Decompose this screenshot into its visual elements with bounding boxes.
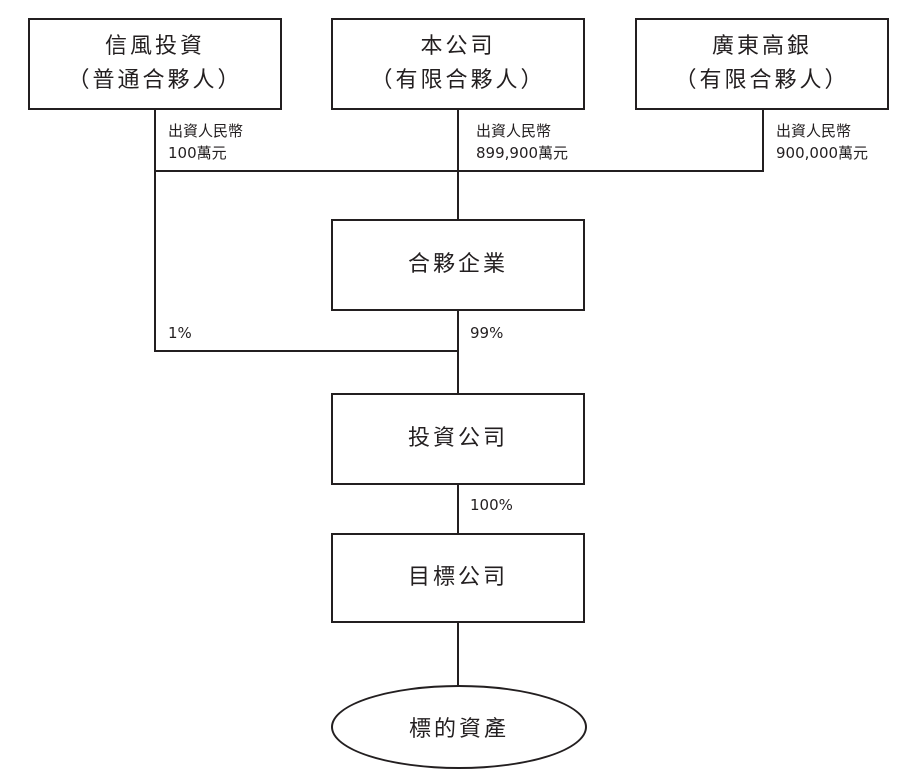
stake-label-investco: 100% [470, 496, 513, 514]
connector-lp-horizontal [154, 170, 764, 172]
partner-name: 本公司 [420, 34, 496, 59]
connector-investco-down [457, 484, 459, 536]
target-asset-name: 標的資產 [408, 717, 509, 742]
contribution-amount: 899,900萬元 [476, 144, 569, 162]
partner-box-company: 本公司 （有限合夥人） [331, 18, 585, 110]
target-asset-ellipse: 標的資產 [331, 685, 587, 769]
partner-role: （有限合夥人） [674, 68, 850, 93]
partner-box-xinfeng: 信風投資 （普通合夥人） [28, 18, 282, 110]
partner-box-gdhj: 廣東高銀 （有限合夥人） [635, 18, 889, 110]
connector-target-down [457, 622, 459, 686]
partnership-name: 合夥企業 [407, 252, 508, 277]
partner-name: 廣東高銀 [711, 34, 812, 59]
stake-label-partnership: 99% [470, 324, 504, 342]
stake-label-gp: 1% [168, 324, 192, 342]
partner-role: （有限合夥人） [370, 68, 546, 93]
connector-company-down [457, 108, 459, 220]
contribution-label-xinfeng: 出資人民幣 100萬元 [168, 120, 243, 164]
contribution-prefix: 出資人民幣 [776, 122, 852, 140]
target-company-box: 目標公司 [331, 533, 585, 623]
partner-role: （普通合夥人） [67, 68, 243, 93]
investment-company-name: 投資公司 [407, 426, 508, 451]
contribution-prefix: 出資人民幣 [476, 122, 552, 140]
partner-name: 信風投資 [104, 34, 205, 59]
target-company-name: 目標公司 [407, 565, 508, 590]
contribution-label-gdhj: 出資人民幣 900,000萬元 [776, 120, 868, 164]
connector-gdhj-down [762, 108, 764, 172]
contribution-prefix: 出資人民幣 [168, 122, 244, 140]
partnership-box: 合夥企業 [331, 219, 585, 311]
contribution-amount: 100萬元 [168, 144, 227, 162]
contribution-amount: 900,000萬元 [776, 144, 869, 162]
connector-partnership-down [457, 310, 459, 394]
connector-gp-down [154, 108, 156, 352]
contribution-label-company: 出資人民幣 899,900萬元 [476, 120, 568, 164]
investment-company-box: 投資公司 [331, 393, 585, 485]
connector-stake-horizontal [154, 350, 459, 352]
